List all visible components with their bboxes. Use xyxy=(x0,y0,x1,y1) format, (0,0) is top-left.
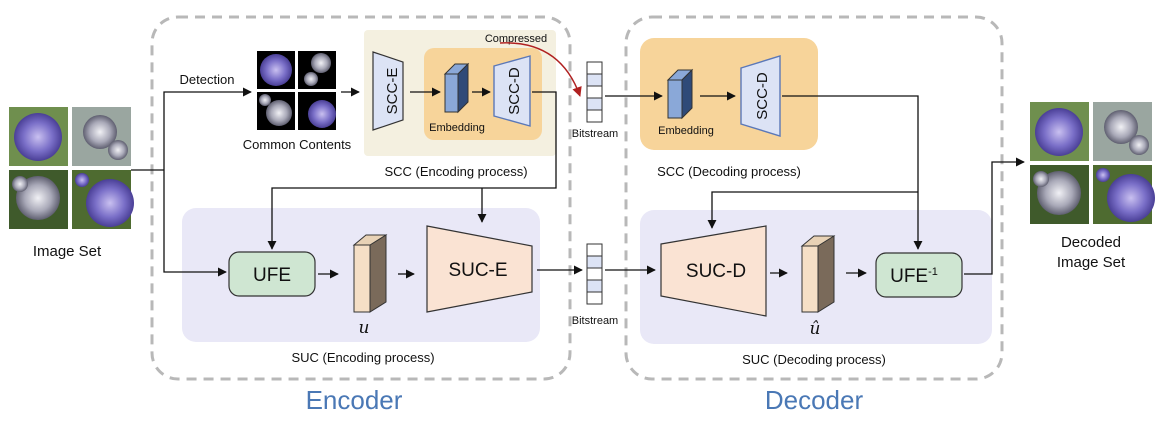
arrow-sccd-decoder-out xyxy=(782,95,923,250)
suc-e-block xyxy=(426,225,533,313)
ufe-block xyxy=(228,251,316,297)
scc-d-label-encoder: SCC-D xyxy=(506,67,523,115)
input-label: Image Set xyxy=(33,243,102,260)
scc-encoding-caption: SCC (Encoding process) xyxy=(384,164,527,179)
scc-decoding-caption: SCC (Decoding process) xyxy=(657,164,801,179)
suc-d-label: SUC-D xyxy=(686,261,746,282)
embedding-label-decoder: Embedding xyxy=(658,125,714,137)
embedding-label-encoder: Embedding xyxy=(429,122,485,134)
ufe-label: UFE xyxy=(253,265,291,286)
scc-e-label: SCC-E xyxy=(384,68,401,115)
suc-encoding-caption: SUC (Encoding process) xyxy=(291,350,434,365)
u-symbol: u xyxy=(359,318,370,338)
embedding-cube-decoder xyxy=(666,68,694,120)
suc-e-label: SUC-E xyxy=(448,260,507,281)
bitstream-label-top: Bitstream xyxy=(572,128,618,140)
compressed-arrow xyxy=(499,42,582,97)
output-label-line2: Image Set xyxy=(1057,254,1126,271)
scc-e-block xyxy=(372,51,404,131)
encoder-title: Encoder xyxy=(306,385,403,415)
arrow-sccd-decoder-to-sucd xyxy=(707,191,918,229)
suc-decoding-caption: SUC (Decoding process) xyxy=(742,352,886,367)
scc-d-block-decoder xyxy=(740,55,781,137)
u-hat-symbol: û xyxy=(810,319,821,339)
ufe-inverse-superscript: -1 xyxy=(928,266,938,278)
u-hat-feature-cube xyxy=(800,235,836,313)
bitstream-bottom xyxy=(586,243,603,305)
arrow-ufeinv-to-output xyxy=(964,157,1025,275)
ufe-inverse-label: UFE-1 xyxy=(890,266,938,287)
scc-d-block-encoder xyxy=(493,55,531,127)
output-label-line1: Decoded xyxy=(1061,234,1121,251)
bitstream-label-bottom: Bitstream xyxy=(572,315,618,327)
output-image-set xyxy=(1030,102,1155,224)
bitstream-top xyxy=(586,61,603,123)
connectors xyxy=(131,87,1025,279)
decoder-frame xyxy=(624,15,1004,381)
arrow-detection xyxy=(163,87,252,170)
input-image-set xyxy=(9,107,134,229)
arrow-to-ufe xyxy=(163,170,227,277)
suc-d-block xyxy=(660,225,767,317)
scc-d-label-decoder: SCC-D xyxy=(754,72,771,120)
encoder-frame xyxy=(150,15,572,381)
embedding-cube-encoder xyxy=(443,62,470,114)
u-feature-cube xyxy=(352,234,388,313)
ufe-inverse-block xyxy=(875,252,963,298)
detection-label: Detection xyxy=(180,72,235,87)
compressed-label: Compressed xyxy=(485,33,547,45)
ufe-inverse-main: UFE xyxy=(890,266,928,287)
arrow-sccd-feedback xyxy=(267,91,557,250)
common-contents-images xyxy=(257,51,336,130)
common-contents-label: Common Contents xyxy=(243,137,352,152)
decoder-title: Decoder xyxy=(765,385,864,415)
